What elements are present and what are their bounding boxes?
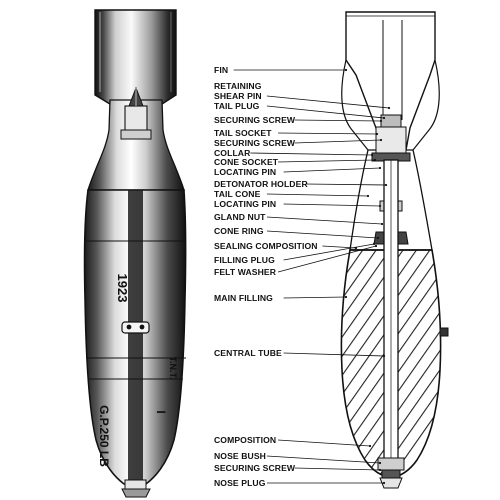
marking-mark: I bbox=[154, 410, 168, 413]
leader-dot bbox=[382, 354, 386, 358]
part-label: TAIL SOCKET bbox=[214, 128, 272, 138]
part-label: NOSE PLUG bbox=[214, 478, 266, 488]
part-label: TAIL CONE bbox=[214, 189, 261, 199]
leader-line bbox=[283, 296, 347, 299]
leader-line bbox=[250, 152, 373, 156]
part-label: DETONATOR HOLDER bbox=[214, 179, 308, 189]
part-label: SECURING SCREW bbox=[214, 115, 296, 125]
leader-line bbox=[322, 245, 357, 249]
leader-line bbox=[294, 467, 381, 471]
leader-dot bbox=[375, 132, 379, 136]
section-nose bbox=[377, 457, 405, 489]
part-label: TAIL PLUG bbox=[214, 101, 260, 111]
part-label: FIN bbox=[214, 65, 228, 75]
leader-dot bbox=[370, 153, 374, 157]
part-label: SECURING SCREW bbox=[214, 463, 296, 473]
part-label: COLLAR bbox=[214, 148, 251, 158]
leader-line bbox=[278, 132, 378, 135]
part-label: CONE SOCKET bbox=[214, 157, 279, 167]
part-label: FILLING PLUG bbox=[214, 255, 275, 265]
part-label: CENTRAL TUBE bbox=[214, 348, 282, 358]
leader-line bbox=[266, 95, 390, 109]
leader-line bbox=[283, 243, 375, 261]
leader-dot bbox=[378, 461, 382, 465]
leader-line bbox=[266, 230, 379, 239]
leader-dot bbox=[387, 106, 391, 110]
marking-serial: 1923 bbox=[115, 274, 130, 303]
marking-filling: T.N.T. bbox=[168, 356, 178, 379]
leader-line bbox=[266, 105, 385, 119]
part-label: NOSE BUSH bbox=[214, 451, 266, 461]
leader-dot bbox=[379, 138, 383, 142]
part-label: COMPOSITION bbox=[214, 435, 276, 445]
exterior-tail-plug bbox=[120, 86, 152, 140]
leader-line bbox=[305, 183, 387, 186]
part-label: RETAINING bbox=[214, 81, 262, 91]
exterior-view: 1923 T.N.T. G.P.250 LB I bbox=[83, 9, 187, 498]
leader-line bbox=[266, 216, 383, 225]
part-label: GLAND NUT bbox=[214, 212, 266, 222]
leader-line bbox=[283, 352, 385, 357]
leader-dot bbox=[378, 204, 382, 208]
leader-line bbox=[294, 139, 382, 144]
suspension-lug bbox=[121, 321, 150, 334]
part-label: SEALING COMPOSITION bbox=[214, 241, 318, 251]
leader-dot bbox=[374, 244, 378, 248]
part-label: LOCATING PIN bbox=[214, 199, 276, 209]
part-label: SHEAR PIN bbox=[214, 91, 262, 101]
leader-dot bbox=[344, 295, 348, 299]
leader-dot bbox=[366, 194, 370, 198]
leader-line bbox=[266, 193, 369, 197]
part-label: MAIN FILLING bbox=[214, 293, 273, 303]
leader-line bbox=[294, 119, 382, 122]
leader-dot bbox=[382, 116, 386, 120]
leader-dot bbox=[373, 158, 377, 162]
part-label: FELT WASHER bbox=[214, 267, 277, 277]
leader-dot bbox=[378, 166, 382, 170]
leader-dot bbox=[382, 481, 386, 485]
leader-line bbox=[278, 439, 371, 447]
part-label: LOCATING PIN bbox=[214, 167, 276, 177]
leader-dot bbox=[372, 242, 376, 246]
part-label: SECURING SCREW bbox=[214, 138, 296, 148]
leader-dot bbox=[384, 183, 388, 187]
leader-line bbox=[283, 167, 381, 173]
leader-line bbox=[278, 159, 376, 163]
leader-dot bbox=[368, 444, 372, 448]
leader-line bbox=[283, 203, 381, 207]
leader-line bbox=[266, 455, 381, 464]
leader-dot bbox=[344, 68, 348, 72]
sectional-view bbox=[340, 11, 449, 489]
leader-dot bbox=[380, 222, 384, 226]
leader-dot bbox=[378, 468, 382, 472]
leader-dot bbox=[376, 236, 380, 240]
leader-line bbox=[277, 245, 377, 273]
marking-type: G.P.250 LB bbox=[97, 405, 111, 467]
part-label: CONE RING bbox=[214, 226, 264, 236]
leader-dot bbox=[379, 119, 383, 123]
exterior-nose bbox=[121, 479, 151, 498]
